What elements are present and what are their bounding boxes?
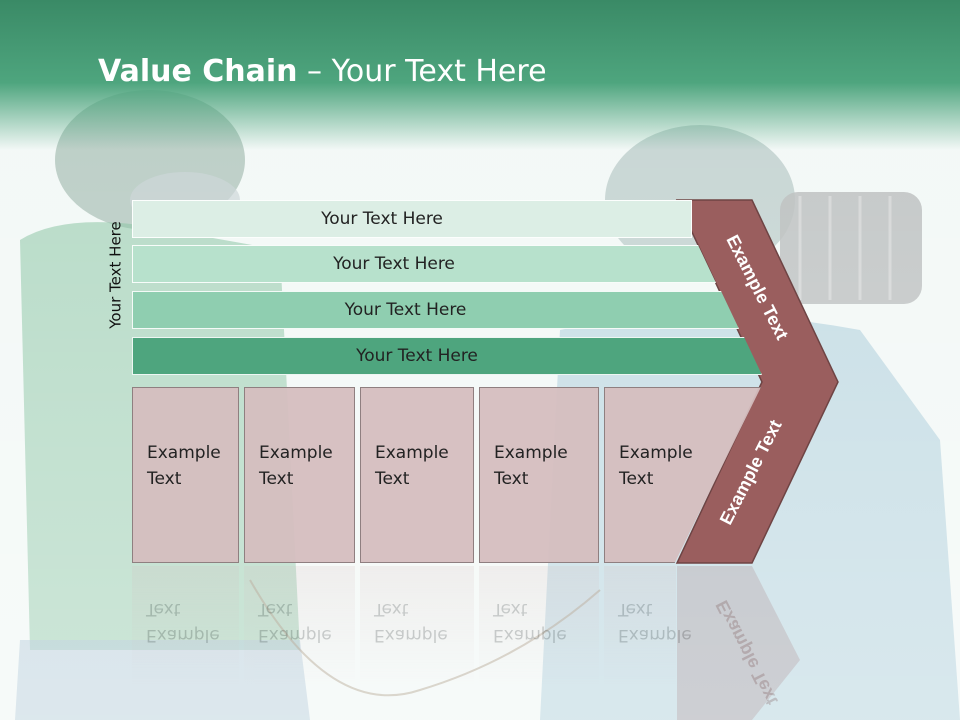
box-2-reflection: Example Text — [244, 566, 355, 686]
reflection-5-line2: Text — [618, 599, 653, 619]
box-2-line2: Text — [259, 469, 294, 489]
bar-2-label: Your Text Here — [333, 254, 455, 274]
reflection-1-line2: Text — [146, 599, 181, 619]
activity-box-1: Example Text — [132, 387, 239, 563]
reflection-4-line1: Example — [493, 625, 567, 645]
reflection-2-line1: Example — [258, 625, 332, 645]
side-label-text: Your Text Here — [107, 221, 125, 329]
box-5-line2: Text — [619, 469, 654, 489]
box-4-reflection: Example Text — [479, 566, 599, 686]
bar-4: Your Text Here — [132, 337, 762, 375]
box-3-reflection: Example Text — [360, 566, 474, 686]
activity-box-2: Example Text — [244, 387, 355, 563]
box-3-line2: Text — [375, 469, 410, 489]
bar-2: Your Text Here — [132, 245, 716, 283]
bar-1-label: Your Text Here — [321, 209, 443, 229]
slide-title: Value Chain – Your Text Here — [98, 54, 547, 89]
bar-1: Your Text Here — [132, 200, 692, 238]
box-5-line1: Example — [619, 443, 693, 463]
box-2-line1: Example — [259, 443, 333, 463]
reflection-2-line2: Text — [258, 599, 293, 619]
side-label: Your Text Here — [100, 200, 132, 350]
title-band — [0, 0, 960, 150]
box-3-line1: Example — [375, 443, 449, 463]
title-bold: Value Chain — [98, 54, 298, 89]
box-4-line1: Example — [494, 443, 568, 463]
bar-3-label: Your Text Here — [344, 300, 467, 320]
reflection-4-line2: Text — [493, 599, 528, 619]
box-1-line2: Text — [147, 469, 182, 489]
reflection-1-line1: Example — [146, 625, 220, 645]
reflection-3-line1: Example — [374, 625, 448, 645]
title-rest: – Your Text Here — [297, 54, 547, 89]
chevron-shape — [675, 199, 839, 564]
box-4-line2: Text — [494, 469, 529, 489]
box-1-reflection: Example Text — [132, 566, 239, 686]
reflection-5-line1: Example — [618, 625, 692, 645]
chevron-reflection — [677, 566, 800, 720]
bar-4-label: Your Text Here — [356, 346, 478, 366]
activity-box-4: Example Text — [479, 387, 599, 563]
bar-3: Your Text Here — [132, 291, 739, 329]
box-1-line1: Example — [147, 443, 221, 463]
box-5-reflection: Example Text — [604, 566, 692, 686]
activity-box-3: Example Text — [360, 387, 474, 563]
reflection-3-line2: Text — [374, 599, 409, 619]
